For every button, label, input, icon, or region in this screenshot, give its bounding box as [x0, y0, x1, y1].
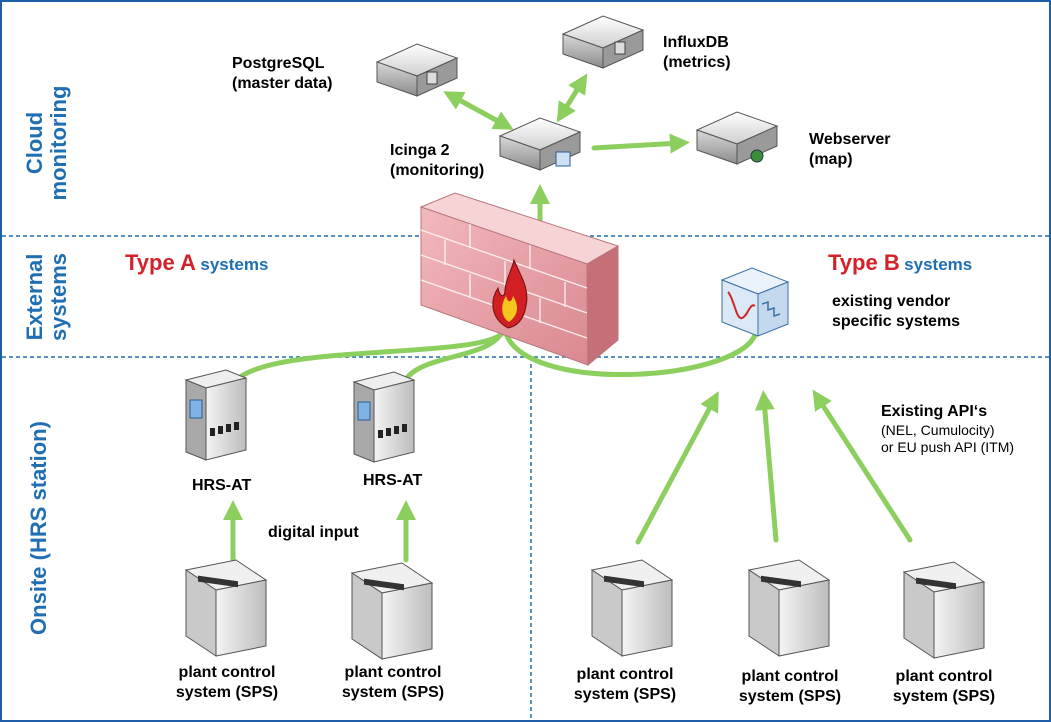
zone-label-external: External systems	[22, 237, 73, 357]
curve-firewall-vendor	[502, 327, 758, 378]
plant-label-5-line1: plant control	[895, 668, 993, 685]
plant-label-1-line2: system (SPS)	[175, 684, 279, 701]
icinga-label: Icinga 2 (monitoring)	[390, 141, 484, 181]
vendor-label-line1: existing vendor	[832, 293, 951, 310]
plant-control-4-icon	[747, 559, 831, 657]
plant-label-2-line2: system (SPS)	[341, 684, 445, 701]
arrow-sps4-vendor	[754, 390, 779, 543]
api-title: Existing API‘s	[881, 403, 988, 420]
webserver-label-line1: Webserver	[809, 131, 891, 148]
hrs-device-1-icon	[184, 369, 248, 461]
connections	[223, 73, 913, 563]
type-a-suffix: systems	[200, 255, 269, 274]
digital-input-label: digital input	[268, 524, 359, 541]
arrow-postgres-icinga	[443, 91, 514, 130]
influx-label-line1: InfluxDB	[663, 34, 729, 51]
plant-label-4-line1: plant control	[741, 668, 839, 685]
plant-label-4: plant control system (SPS)	[725, 667, 855, 707]
api-detail-line1: (NEL, Cumulocity)	[881, 422, 995, 438]
webserver-label-line2: (map)	[809, 151, 853, 168]
plant-label-2-line1: plant control	[344, 664, 442, 681]
api-label: Existing API‘s (NEL, Cumulocity) or EU p…	[881, 402, 1014, 456]
icinga-label-line1: Icinga 2	[390, 142, 450, 159]
server-postgres-icon	[375, 43, 459, 97]
plant-label-2: plant control system (SPS)	[328, 663, 458, 703]
arrow-icinga-webserver	[591, 133, 690, 154]
arrow-influx-icinga	[556, 73, 588, 123]
plant-control-3-icon	[590, 559, 674, 657]
zone-external-line2: systems	[46, 252, 71, 342]
server-influx-icon	[561, 15, 645, 69]
vendor-label: existing vendor specific systems	[832, 292, 960, 332]
firewall-icon	[419, 192, 620, 367]
server-webserver-icon	[695, 111, 779, 165]
plant-label-3: plant control system (SPS)	[560, 665, 690, 705]
type-b-suffix: systems	[904, 255, 973, 274]
arrow-sps5-vendor	[812, 389, 913, 543]
plant-label-3-line2: system (SPS)	[573, 686, 677, 703]
hrs-label-2: HRS-AT	[363, 472, 423, 489]
vendor-label-line2: specific systems	[832, 313, 961, 330]
zone-external-line1: External	[22, 253, 47, 341]
postgres-label: PostgreSQL (master data)	[232, 54, 332, 94]
plant-label-1-line1: plant control	[178, 664, 276, 681]
type-b-text: Type B	[828, 250, 900, 275]
postgres-label-line2: (master data)	[232, 75, 333, 92]
plant-control-1-icon	[184, 559, 268, 657]
curve-firewall-hrs1	[229, 327, 508, 388]
server-icinga-icon	[498, 117, 582, 171]
influx-label-line2: (metrics)	[663, 54, 731, 71]
type-a-label: Type A systems	[125, 250, 268, 276]
vendor-system-icon	[720, 267, 790, 337]
plant-label-4-line2: system (SPS)	[738, 688, 842, 705]
webserver-label: Webserver (map)	[809, 130, 891, 170]
zone-cloud-line2: monitoring	[46, 85, 71, 201]
arrow-sps3-vendor	[635, 391, 719, 545]
zone-label-onsite: Onsite (HRS station)	[26, 413, 53, 643]
zone-label-cloud: Cloud monitoring	[22, 83, 73, 203]
postgres-label-line1: PostgreSQL	[232, 55, 325, 72]
plant-label-3-line1: plant control	[576, 666, 674, 683]
zone-onsite-text: Onsite (HRS station)	[26, 421, 51, 635]
api-detail-line2: or EU push API (ITM)	[881, 439, 1015, 455]
plant-label-1: plant control system (SPS)	[162, 663, 292, 703]
type-a-text: Type A	[125, 250, 196, 275]
type-b-label: Type B systems	[828, 250, 972, 276]
hrs-label-1: HRS-AT	[192, 477, 252, 494]
plant-label-5-line2: system (SPS)	[892, 688, 996, 705]
plant-label-5: plant control system (SPS)	[879, 667, 1009, 707]
plant-control-5-icon	[902, 561, 986, 659]
plant-control-2-icon	[350, 562, 434, 660]
zone-cloud-line1: Cloud	[22, 111, 47, 175]
icinga-label-line2: (monitoring)	[390, 162, 485, 179]
hrs-device-2-icon	[352, 371, 416, 463]
influx-label: InfluxDB (metrics)	[663, 33, 731, 73]
